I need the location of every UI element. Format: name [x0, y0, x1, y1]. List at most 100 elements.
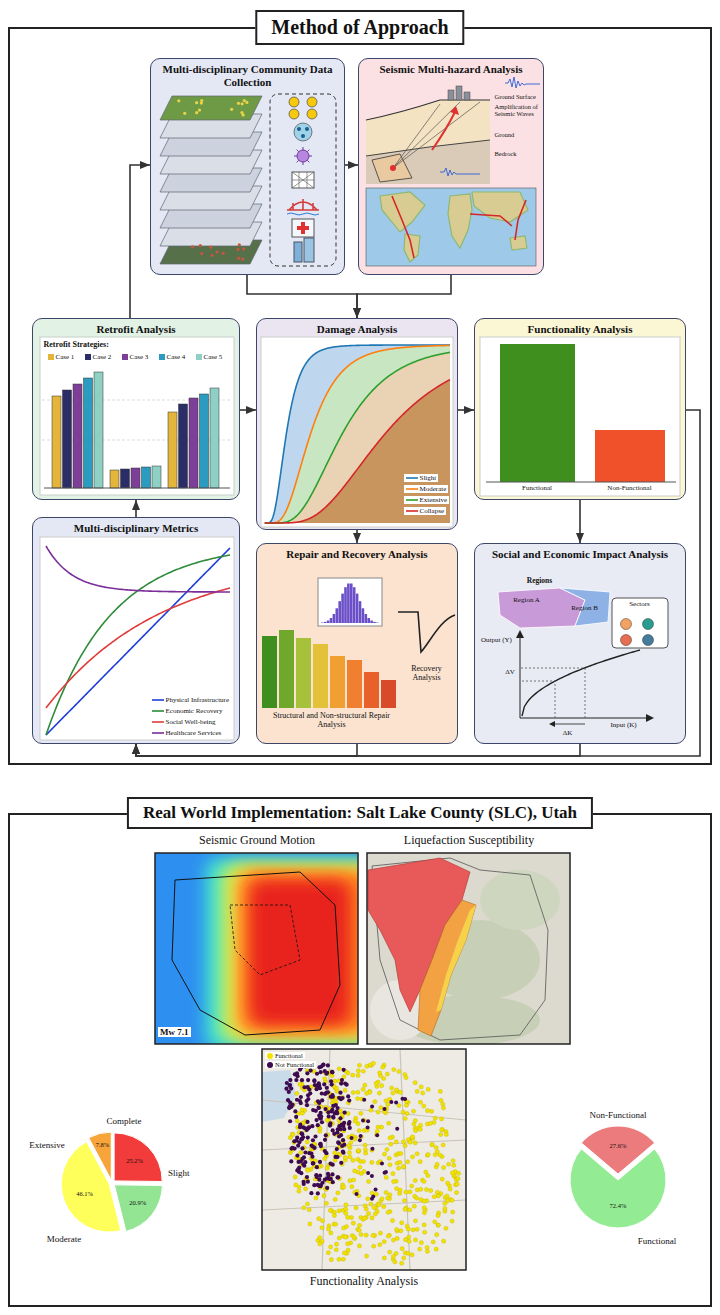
nonfunctional-dot — [335, 1147, 339, 1151]
nonfunctional-dot — [300, 1078, 304, 1082]
functional-dot — [418, 1247, 422, 1251]
functional-dot — [395, 1236, 399, 1240]
functional-dot — [418, 1127, 422, 1131]
functional-dot — [419, 1085, 423, 1089]
illustration — [358, 58, 544, 275]
nonfunctional-dot — [328, 1123, 332, 1127]
nonfunctional-dot — [330, 1070, 334, 1074]
nonfunctional-dot — [294, 1115, 298, 1119]
histogram-bar — [355, 593, 358, 622]
legend-entry: Collapse — [404, 507, 447, 515]
functional-dot — [408, 1140, 412, 1144]
functional-dot — [445, 1194, 449, 1198]
histogram-bar — [332, 614, 335, 623]
functional-dot — [304, 1187, 308, 1191]
legend-line-sample — [406, 497, 418, 503]
map-speck — [236, 101, 239, 104]
functional-dot — [433, 1116, 437, 1120]
functional-dot — [413, 1118, 417, 1122]
nonfunctional-dot — [338, 1116, 342, 1120]
wave-ray — [393, 102, 460, 168]
nonfunctional-dot — [362, 1098, 366, 1102]
functional-dot — [305, 1140, 309, 1144]
legend-text: Not Functional — [275, 1061, 314, 1068]
functional-dot — [378, 1071, 382, 1075]
box-heading: Repair and Recovery Analysis — [263, 548, 451, 561]
lake — [262, 1070, 296, 1122]
functional-dot — [356, 1090, 360, 1094]
process-box: Repair and Recovery AnalysisStructural a… — [256, 543, 458, 744]
functional-dot — [298, 1082, 302, 1086]
functional-dot — [450, 1198, 454, 1202]
chart-caption: Recovery Analysis — [398, 664, 456, 682]
nonfunctional-dot — [347, 1120, 351, 1124]
shaking-zone — [220, 864, 358, 1042]
illustration-layer — [160, 94, 336, 266]
functional-dot — [363, 1143, 367, 1147]
nonfunctional-dot — [341, 1138, 345, 1142]
functional-dot — [379, 1125, 383, 1129]
pie-slice — [114, 1133, 162, 1182]
functional-dot — [430, 1143, 434, 1147]
road — [262, 1100, 466, 1120]
functional-dot — [432, 1195, 436, 1199]
functional-dot — [389, 1142, 393, 1146]
repair-bar — [313, 644, 328, 708]
functional-dot — [376, 1110, 380, 1114]
map-content — [367, 853, 570, 1044]
functional-dot — [406, 1160, 410, 1164]
low-susceptibility — [436, 905, 476, 1012]
functional-dot — [441, 1166, 445, 1170]
map-speck — [230, 107, 233, 110]
functional-dot — [440, 1177, 444, 1181]
functional-dot — [397, 1166, 401, 1170]
network-icon — [294, 123, 312, 141]
map-speck — [237, 243, 240, 246]
functional-dot — [388, 1163, 392, 1167]
flow-arrow — [247, 275, 357, 318]
map-speck — [237, 256, 240, 259]
functional-dot — [295, 1091, 299, 1095]
building-symbol — [448, 90, 454, 100]
bar — [168, 412, 177, 488]
functional-dot — [419, 1187, 423, 1191]
histogram-frame — [318, 578, 382, 626]
nonfunctional-dot — [314, 1118, 318, 1122]
functional-dot — [434, 1247, 438, 1251]
panel: Method of ApproachMulti-disciplinary Com… — [8, 27, 712, 765]
functional-dot — [382, 1205, 386, 1209]
functional-dot — [362, 1169, 366, 1173]
flow-arrow — [579, 500, 581, 543]
map-speck — [215, 250, 218, 253]
functional-dot — [400, 1221, 404, 1225]
functional-dot — [333, 1197, 337, 1201]
nonfunctional-dot — [310, 1155, 314, 1159]
wave-trace — [440, 168, 480, 176]
nonfunctional-dot — [361, 1119, 365, 1123]
plot-area — [40, 337, 234, 495]
illustration-layer — [261, 337, 453, 527]
nonfunctional-dot — [316, 1183, 320, 1187]
illustration-layer — [262, 1049, 466, 1270]
nonfunctional-dot — [311, 1108, 315, 1112]
shaking-zone — [205, 858, 358, 1044]
functional-dot — [318, 1242, 322, 1246]
metric-curve — [46, 546, 230, 592]
functional-dot — [363, 1204, 367, 1208]
nonfunctional-dot — [375, 1133, 379, 1137]
legend-swatch — [196, 354, 202, 360]
functional-dot — [329, 1258, 333, 1262]
legend-swatch — [85, 354, 91, 360]
functional-dot — [357, 1228, 361, 1232]
functional-dot — [351, 1158, 355, 1162]
nonfunctional-dot — [331, 1116, 335, 1120]
repair-bar — [262, 636, 277, 708]
map-speck — [236, 247, 239, 250]
histogram-bar — [364, 614, 367, 623]
utility-icon — [307, 97, 317, 107]
functional-dot — [337, 1236, 341, 1240]
virus-icon — [297, 150, 309, 162]
guide-line — [520, 668, 585, 718]
map-speck — [195, 111, 198, 114]
functional-dot — [404, 1190, 408, 1194]
